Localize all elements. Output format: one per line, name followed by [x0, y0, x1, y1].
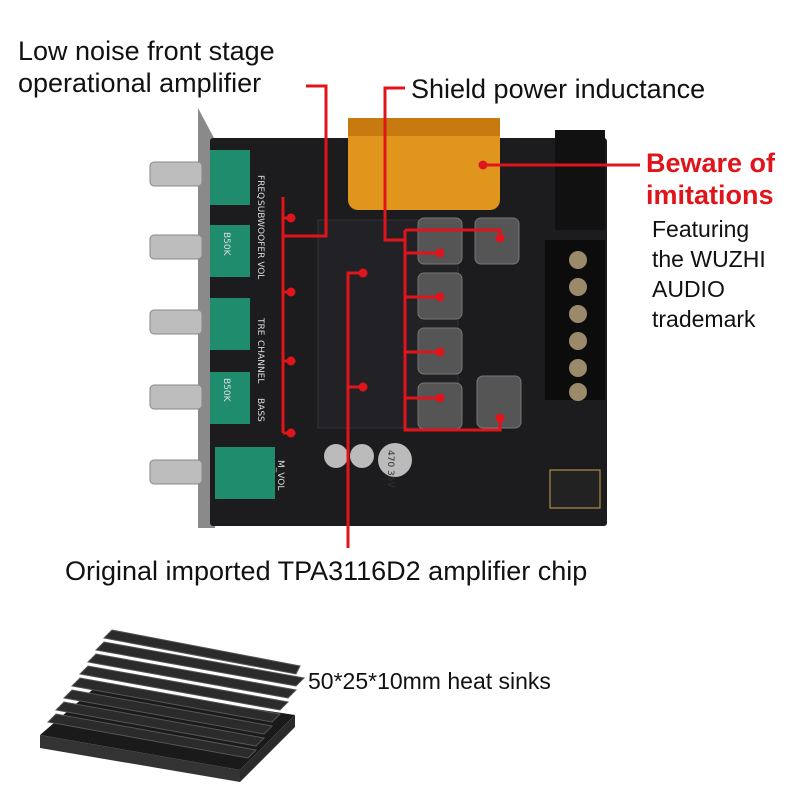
- silkscreen-labels: FREQ SUBWOOFER VOL TRE CHANNEL BASS M_VO…: [255, 175, 285, 490]
- inductance-label: Shield power inductance: [411, 74, 706, 104]
- pot-label-2: B50K: [221, 378, 231, 403]
- heatsink-label: 50*25*10mm heat sinks: [308, 668, 551, 694]
- svg-text:FREQ: FREQ: [255, 175, 265, 199]
- trademark-label: Featuring the WUZHI AUDIO trademark: [652, 214, 766, 334]
- trademark-line2: the WUZHI: [652, 246, 766, 272]
- opamp-label: Low noise front stage operational amplif…: [18, 35, 275, 99]
- svg-text:CHANNEL: CHANNEL: [255, 340, 265, 383]
- knobs: [149, 150, 275, 499]
- trademark-line4: trademark: [652, 306, 756, 332]
- terminal-screws: [569, 251, 587, 401]
- svg-text:TRE: TRE: [255, 317, 265, 336]
- beware-line1: Beware of: [646, 148, 776, 178]
- annotation-dots: [286, 160, 505, 438]
- opamp-label-line2: operational amplifier: [18, 68, 262, 98]
- opamp-label-line1: Low noise front stage: [18, 36, 275, 66]
- trademark-line1: Featuring: [652, 216, 750, 242]
- chip-label: Original imported TPA3116D2 amplifier ch…: [65, 556, 588, 586]
- cap-label: 470 35V: [385, 450, 395, 488]
- audio-jack: [549, 469, 601, 509]
- pot-label-1: B50K: [221, 232, 231, 257]
- trademark-line3: AUDIO: [652, 276, 725, 302]
- small-capacitors: [324, 443, 412, 477]
- heatsink-image: [40, 629, 306, 782]
- beware-line2: imitations: [646, 180, 774, 210]
- svg-text:SUBWOOFER VOL: SUBWOOFER VOL: [255, 200, 265, 279]
- svg-text:M_VOL: M_VOL: [275, 460, 285, 490]
- beware-label: Beware of imitations: [646, 147, 775, 211]
- dc-jack: [555, 130, 605, 230]
- svg-text:BASS: BASS: [255, 398, 265, 422]
